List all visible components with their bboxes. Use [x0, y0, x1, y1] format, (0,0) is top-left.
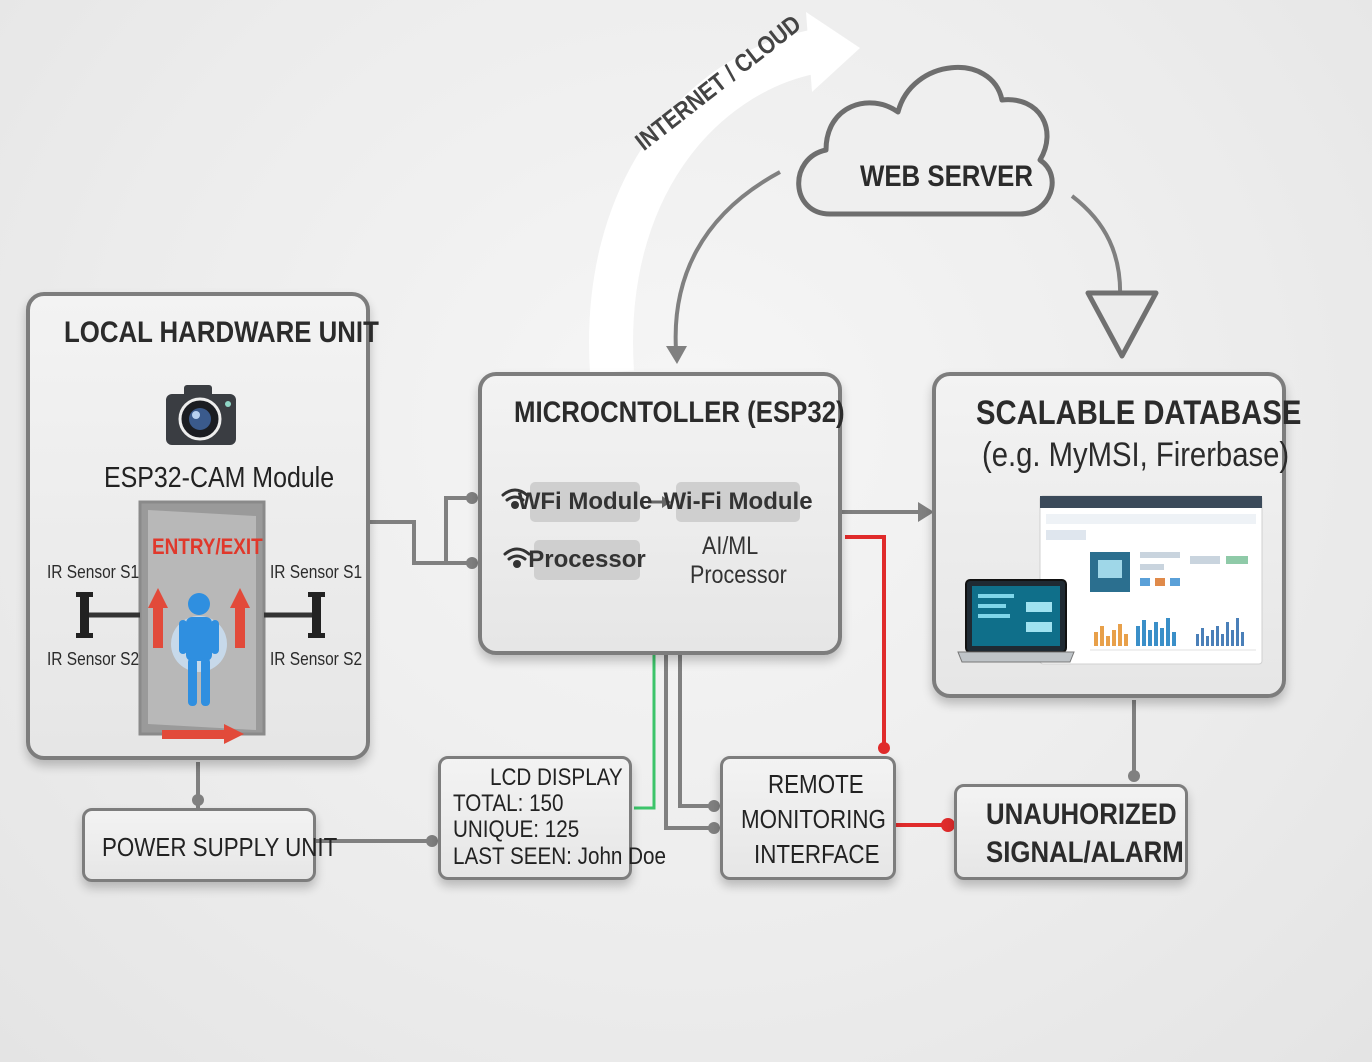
- remote-line2: MONITORING: [741, 804, 886, 834]
- db-triangle-arrowhead: [1085, 290, 1159, 359]
- alarm-line2: SIGNAL/ALARM: [986, 836, 1184, 869]
- ir-sensor-right-bottom: IR Sensor S2: [270, 649, 363, 669]
- lcd-total: TOTAL: 150: [453, 790, 564, 817]
- wifi-module-chip-left: WFi Module: [518, 482, 652, 522]
- mcu-to-lcd-green-line: [634, 655, 656, 810]
- lcd-display-box: [438, 756, 632, 880]
- ir-sensor-right-top: IR Sensor S1: [270, 562, 363, 582]
- database-title: SCALABLE DATABASE: [976, 394, 1302, 432]
- esp32-cam-label: ESP32-CAM Module: [104, 462, 335, 494]
- wifi-module-chip-right: Wi-Fi Module: [663, 482, 813, 522]
- ai-ml-label: AI/ML: [702, 532, 759, 560]
- lcd-unique: UNIQUE: 125: [453, 816, 580, 843]
- alarm-line1: UNAUHORIZED: [986, 798, 1177, 831]
- remote-line1: REMOTE: [768, 769, 864, 799]
- lcd-last-seen: LAST SEEN: John Doe: [453, 843, 667, 870]
- remote-monitoring-box: [720, 756, 896, 880]
- lcd-title: LCD DISPLAY: [490, 764, 623, 791]
- internet-cloud-arc: [589, 30, 817, 374]
- remote-line3: INTERFACE: [754, 839, 880, 869]
- microcontroller-title: MICROCNTOLLER (ESP32): [514, 396, 845, 429]
- power-supply-box: [82, 808, 316, 882]
- server-to-db-arrow: [1070, 194, 1123, 301]
- ai-processor-label: Processor: [690, 561, 787, 589]
- processor-chip: Processor: [528, 540, 646, 580]
- server-to-mcu-arrow: [673, 170, 781, 351]
- local-to-mcu-line: [370, 520, 472, 565]
- mcu-to-remote-red-line: [845, 535, 886, 748]
- alarm-box: [954, 784, 1188, 880]
- power-supply-label: POWER SUPPLY UNIT: [102, 832, 338, 862]
- database-subtitle: (e.g. MyMSI, Firerbase): [982, 436, 1290, 474]
- ir-sensor-left-top: IR Sensor S1: [47, 562, 140, 582]
- local-unit-title: LOCAL HARDWARE UNIT: [64, 316, 379, 349]
- local-hardware-unit: [26, 292, 370, 760]
- mcu-to-remote-lines: [664, 655, 714, 830]
- internet-cloud-arrowhead: [806, 12, 860, 92]
- entry-exit-label: ENTRY/EXIT: [152, 534, 263, 559]
- web-server-label: WEB SERVER: [860, 160, 1033, 193]
- ir-sensor-left-bottom: IR Sensor S2: [47, 649, 140, 669]
